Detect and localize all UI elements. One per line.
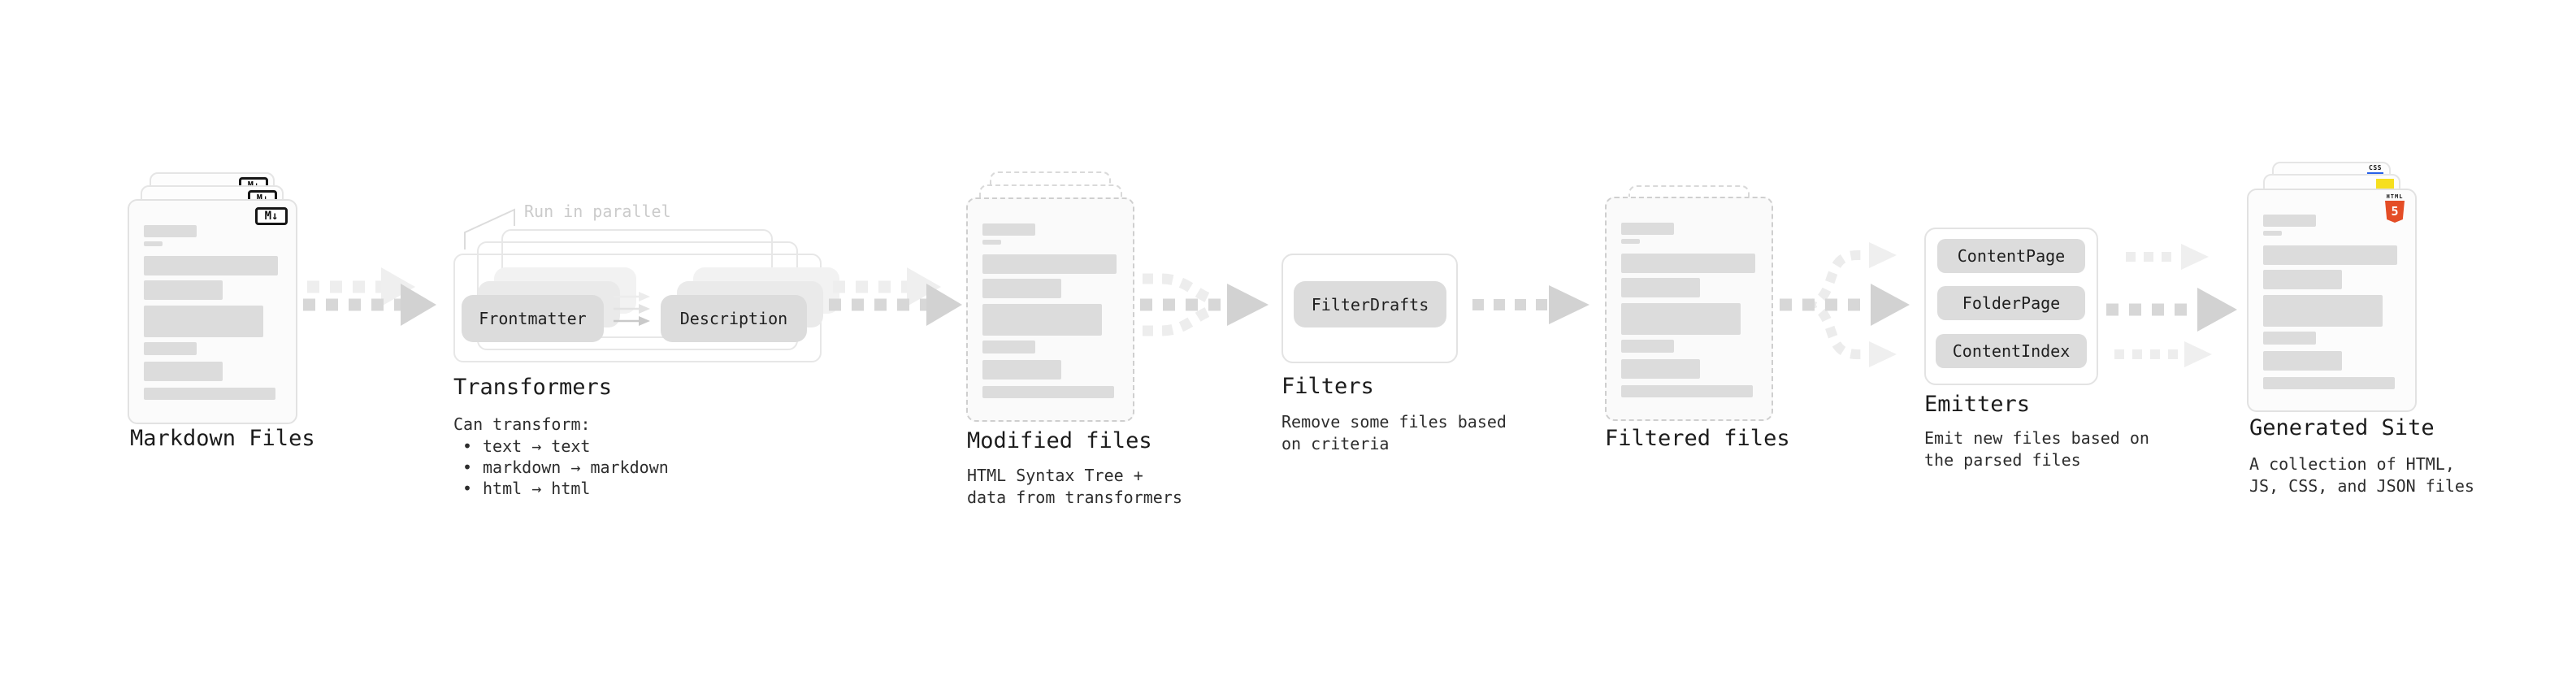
caption-transformers: Transformers: [453, 375, 613, 400]
frontmatter-pill: Frontmatter: [462, 295, 604, 342]
markdown-file-card: M↓: [128, 199, 297, 424]
html5-icon-shield: 5: [2385, 201, 2405, 223]
flow-arrow-transformers-to-modified: [829, 267, 962, 326]
bullet-item: • markdown → markdown: [462, 457, 669, 478]
bullet-text: markdown → markdown: [483, 458, 669, 477]
skeleton-text-bar: [1621, 385, 1753, 397]
html5-icon-label: HTML: [2386, 193, 2404, 200]
bullet-text: html → html: [483, 479, 591, 498]
bullet-marker: •: [462, 458, 473, 477]
skeleton-text-bar: [982, 240, 1001, 245]
folderpage-pill: FolderPage: [1937, 286, 2085, 320]
transformers-bullet-list: • text → text • markdown → markdown • ht…: [462, 436, 669, 499]
markdown-files-stack: M↓ M↓ M↓: [128, 172, 331, 424]
skeleton-text-bar: [982, 340, 1035, 354]
skeleton-text-bar: [982, 254, 1117, 274]
transformers-stack: Frontmatter Description: [453, 229, 839, 363]
caption-markdown-files: Markdown Files: [130, 426, 315, 451]
bullet-item: • text → text: [462, 436, 669, 457]
skeleton-text-bar: [144, 388, 275, 400]
flow-arrow-filters-to-filtered: [1472, 285, 1589, 324]
skeleton-text-bar: [2263, 231, 2282, 236]
skeleton-text-bar: [144, 306, 263, 337]
js-icon: [2376, 179, 2394, 189]
flow-arrow-emitters-to-site: [2106, 244, 2237, 367]
skeleton-text-bar: [1621, 303, 1741, 335]
filters-subtitle: Remove some files based on criteria: [1281, 412, 1507, 453]
skeleton-text-bar: [1621, 278, 1700, 297]
skeleton-text-bar: [1621, 254, 1755, 273]
transformers-subheading: Can transform:: [453, 414, 591, 434]
modified-files-stack: [966, 171, 1169, 423]
generated-site-subtitle: A collection of HTML, JS, CSS, and JSON …: [2249, 454, 2474, 496]
filters-panel: FilterDrafts: [1281, 254, 1458, 363]
note-leader-line: [464, 208, 515, 249]
skeleton-text-bar: [2263, 332, 2316, 345]
markdown-icon: M↓: [255, 207, 288, 225]
skeleton-text-bar: [144, 225, 197, 237]
description-pill: Description: [661, 295, 807, 342]
skeleton-text-bar: [982, 279, 1061, 298]
bullet-marker: •: [462, 479, 473, 498]
transform-mini-arrows: [614, 292, 650, 326]
skeleton-text-bar: [1621, 340, 1674, 353]
bullet-marker: •: [462, 436, 473, 456]
flow-arrow-markdown-to-transformers: [303, 267, 436, 326]
skeleton-text-bar: [982, 223, 1035, 236]
skeleton-text-bar: [1621, 223, 1674, 235]
bullet-item: • html → html: [462, 478, 669, 499]
caption-modified-files: Modified files: [967, 428, 1152, 453]
flow-arrow-filtered-to-emitters-diverging: [1780, 242, 1910, 367]
generated-site-stack: CSS HTML 5: [2247, 162, 2450, 414]
skeleton-text-bar: [144, 280, 223, 300]
skeleton-text-bar: [1621, 359, 1700, 379]
contentpage-pill: ContentPage: [1937, 239, 2085, 273]
modified-files-subtitle: HTML Syntax Tree + data from transformer…: [967, 466, 1182, 507]
emitters-panel: ContentPage FolderPage ContentIndex: [1924, 228, 2098, 385]
caption-emitters: Emitters: [1924, 392, 2031, 417]
skeleton-text-bar: [2263, 245, 2397, 265]
skeleton-text-bar: [2263, 215, 2316, 227]
caption-filtered-files: Filtered files: [1605, 426, 1790, 451]
caption-filters: Filters: [1281, 374, 1374, 399]
contentindex-pill: ContentIndex: [1936, 334, 2087, 368]
emitters-subtitle: Emit new files based on the parsed files: [1924, 428, 2149, 470]
filterdrafts-pill: FilterDrafts: [1294, 281, 1446, 327]
modified-file-card: [966, 197, 1134, 422]
skeleton-text-bar: [2263, 377, 2395, 389]
skeleton-text-bar: [144, 241, 163, 246]
skeleton-text-bar: [144, 256, 278, 275]
html-file-card: HTML 5: [2247, 189, 2417, 412]
caption-generated-site: Generated Site: [2249, 415, 2435, 440]
skeleton-text-bar: [982, 304, 1102, 336]
skeleton-text-bar: [2263, 351, 2342, 371]
css-icon-label: CSS: [2369, 164, 2382, 171]
skeleton-text-bar: [144, 342, 197, 355]
filtered-file-card: [1605, 197, 1773, 421]
filtered-files-stack: [1605, 185, 1808, 425]
skeleton-text-bar: [2263, 270, 2342, 289]
skeleton-text-bar: [144, 362, 223, 381]
skeleton-text-bar: [982, 360, 1061, 380]
bullet-text: text → text: [483, 436, 591, 456]
flow-arrow-modified-to-filters-converging: [1140, 273, 1268, 336]
skeleton-text-bar: [2263, 295, 2383, 327]
run-in-parallel-note: Run in parallel: [524, 202, 671, 221]
html5-icon: HTML 5: [2384, 193, 2405, 223]
skeleton-text-bar: [982, 386, 1114, 398]
skeleton-text-bar: [1621, 239, 1640, 244]
